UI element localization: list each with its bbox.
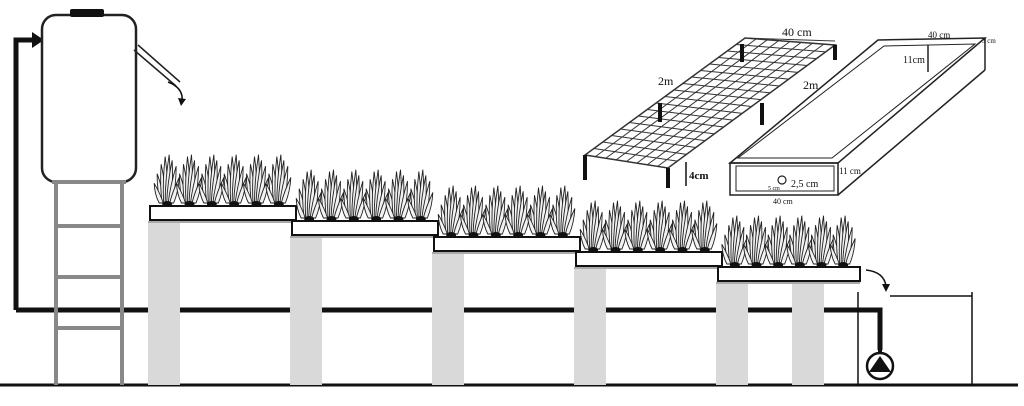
pillar	[290, 237, 322, 385]
grid-width-dimension	[744, 37, 836, 42]
trough-depth-top-label: 11cm	[903, 55, 925, 66]
plant-icon	[318, 169, 344, 222]
plant-icon	[527, 185, 553, 238]
plant-icon	[482, 185, 509, 238]
grid-line	[611, 135, 696, 148]
plant-icon	[460, 185, 486, 238]
pillar	[792, 283, 824, 385]
grid-detail	[583, 37, 838, 169]
bed-supports	[148, 222, 824, 385]
plant-icon	[743, 215, 769, 268]
trough-bottom-width-label: 40 cm	[773, 197, 794, 206]
pillar	[716, 283, 748, 385]
outlet-arrow-icon	[865, 269, 887, 287]
plant-icon	[340, 169, 367, 222]
plant-icon	[624, 200, 651, 253]
feed-arrow-icon	[32, 32, 44, 48]
plant-icon	[153, 154, 180, 207]
plant-icon	[220, 154, 247, 207]
grid-line	[736, 44, 826, 53]
grid-line	[602, 141, 687, 155]
plant-icon	[198, 154, 225, 207]
plant-icon	[764, 215, 791, 268]
tank-stand	[52, 180, 126, 385]
pillar	[148, 222, 180, 385]
trough-depth-front-label: 11 cm	[839, 166, 861, 176]
growing-bed	[574, 251, 723, 269]
plant-icon	[602, 200, 628, 253]
plant-icon	[669, 200, 695, 253]
grid-length-left-label: 2m	[658, 74, 674, 88]
grid-width-label: 40 cm	[782, 25, 812, 39]
growing-bed	[148, 205, 297, 223]
plant-icon	[829, 215, 856, 268]
pillar	[574, 268, 606, 385]
grid-line	[673, 89, 761, 101]
trough-detail	[727, 37, 988, 196]
grid-length-right-label: 2m	[803, 78, 819, 92]
plant-icon	[504, 185, 531, 238]
trough-wall-label: 3 cm	[982, 37, 996, 45]
plant-icon	[437, 185, 464, 238]
plant-icon	[243, 154, 269, 207]
grid-line	[593, 148, 678, 162]
grid-line	[682, 83, 771, 94]
trough-drain-icon	[777, 175, 787, 185]
plant-icon	[385, 169, 411, 222]
growing-bed	[432, 236, 581, 254]
plant-icon	[646, 200, 673, 253]
grid-line	[656, 102, 743, 114]
grid-legs	[583, 44, 837, 188]
trough-top-width-label: 40 cm	[928, 30, 950, 40]
plant-icon	[579, 200, 606, 253]
grid-lines	[593, 38, 826, 167]
grid-line	[691, 76, 780, 87]
grid-leg-height-label: 4cm	[689, 170, 709, 182]
plant-icon	[176, 154, 202, 207]
grid-line	[718, 57, 808, 66]
plant-icon	[549, 185, 576, 238]
plant-icon	[265, 154, 292, 207]
pump-icon	[865, 348, 895, 381]
grid-line	[700, 70, 789, 80]
plant-icon	[362, 169, 389, 222]
grid-line	[620, 128, 706, 142]
grid-line	[629, 122, 715, 135]
plant-icon	[407, 169, 434, 222]
grid-line	[664, 96, 752, 107]
plant-icon	[691, 200, 718, 253]
growing-beds	[148, 205, 861, 284]
overflow-arrowhead	[178, 98, 186, 106]
plants	[153, 154, 856, 268]
trough-drain-label: 2,5 cm	[791, 179, 818, 190]
grid-line	[638, 115, 724, 128]
reservoir	[857, 292, 973, 386]
plant-icon	[808, 215, 834, 268]
water-tank-icon	[40, 9, 181, 184]
trough-drain-offset-label: 5 cm	[768, 186, 780, 192]
pillar	[432, 253, 464, 385]
grid-line	[709, 63, 798, 73]
growing-bed	[716, 266, 861, 284]
plant-icon	[786, 215, 813, 268]
plant-icon	[295, 169, 322, 222]
outlet-arrowhead	[882, 284, 890, 292]
plant-icon	[721, 215, 748, 268]
growing-bed	[290, 220, 439, 238]
